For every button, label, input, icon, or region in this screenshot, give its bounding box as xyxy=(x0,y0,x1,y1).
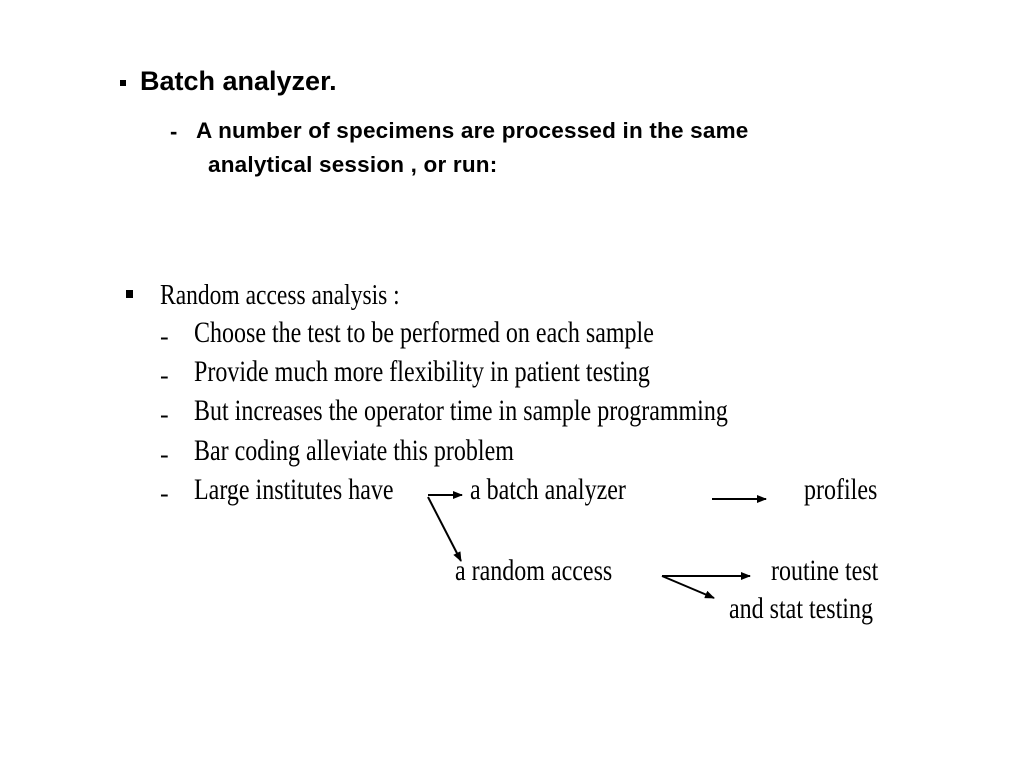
batch-analyzer-title: Batch analyzer. xyxy=(140,66,337,96)
random-access-title: Random access analysis : xyxy=(160,280,400,311)
diagram-random-access: a random access xyxy=(455,554,613,587)
dash-marker: - xyxy=(170,119,178,144)
list-item: Choose the test to be performed on each … xyxy=(194,316,654,349)
diagram-routine-test: routine test xyxy=(771,554,879,587)
batch-description-line-2: analytical session , or run: xyxy=(208,152,498,177)
diagram-stat-testing: and stat testing xyxy=(729,592,873,625)
diagram-batch-analyzer: a batch analyzer xyxy=(470,473,626,506)
dash-marker: - xyxy=(160,440,169,469)
list-item: Bar coding alleviate this problem xyxy=(194,434,514,467)
bullet-square-icon xyxy=(126,290,133,298)
list-item: Provide much more flexibility in patient… xyxy=(194,355,650,388)
list-item: Large institutes have xyxy=(194,473,394,506)
dash-marker: - xyxy=(160,322,169,351)
bullet-square-icon xyxy=(120,80,126,86)
dash-marker: - xyxy=(160,479,169,508)
arrow-to-random-access xyxy=(427,496,462,562)
list-item: But increases the operator time in sampl… xyxy=(194,394,728,427)
arrow-to-stat-testing xyxy=(661,575,715,599)
diagram-profiles: profiles xyxy=(804,473,878,506)
dash-marker: - xyxy=(160,400,169,429)
batch-description-line-1: A number of specimens are processed in t… xyxy=(196,118,749,143)
dash-marker: - xyxy=(160,361,169,390)
